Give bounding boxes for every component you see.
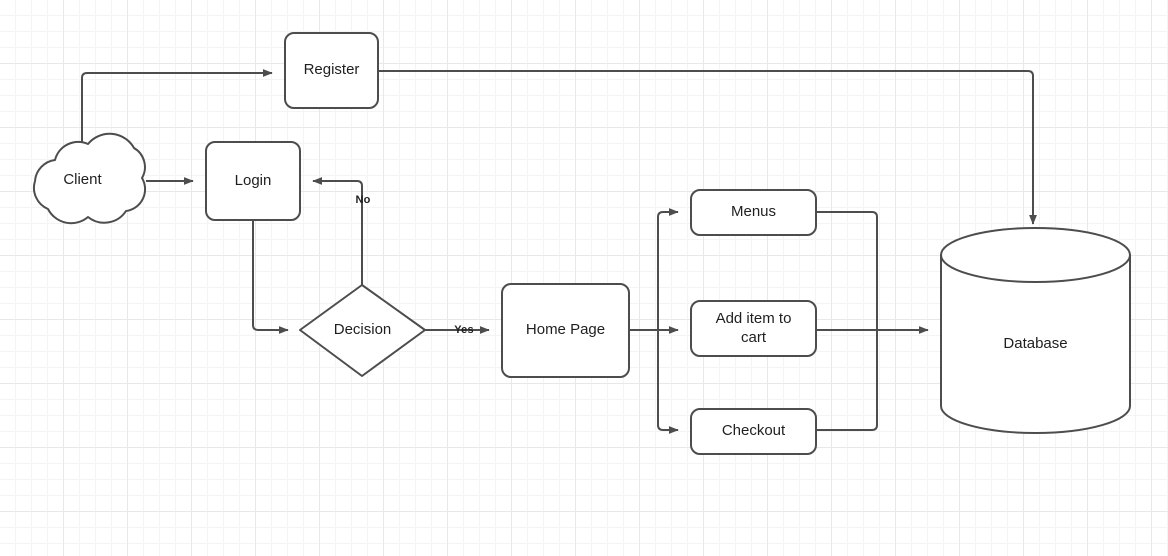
edge-checkout-to-database — [816, 330, 878, 431]
node-add-item-to-cart[interactable] — [690, 300, 817, 357]
node-menus[interactable] — [690, 189, 817, 236]
node-home-page[interactable] — [501, 283, 630, 378]
edge-login-to-decision — [252, 220, 289, 334]
node-login[interactable] — [205, 141, 301, 221]
edge-home-page-to-checkout — [657, 330, 679, 434]
node-database-top — [940, 227, 1131, 283]
edge-decision-no-to-login — [312, 177, 363, 285]
node-checkout[interactable] — [690, 408, 817, 455]
edge-menus-to-database — [816, 211, 878, 330]
node-register[interactable] — [284, 32, 379, 109]
edge-client-to-register — [81, 69, 273, 146]
edge-home-page-to-menus — [657, 208, 679, 330]
node-database-body[interactable] — [940, 254, 1131, 434]
node-decision[interactable] — [299, 284, 426, 377]
edge-register-to-database — [378, 70, 1037, 225]
node-client-cloud[interactable] — [32, 132, 147, 225]
